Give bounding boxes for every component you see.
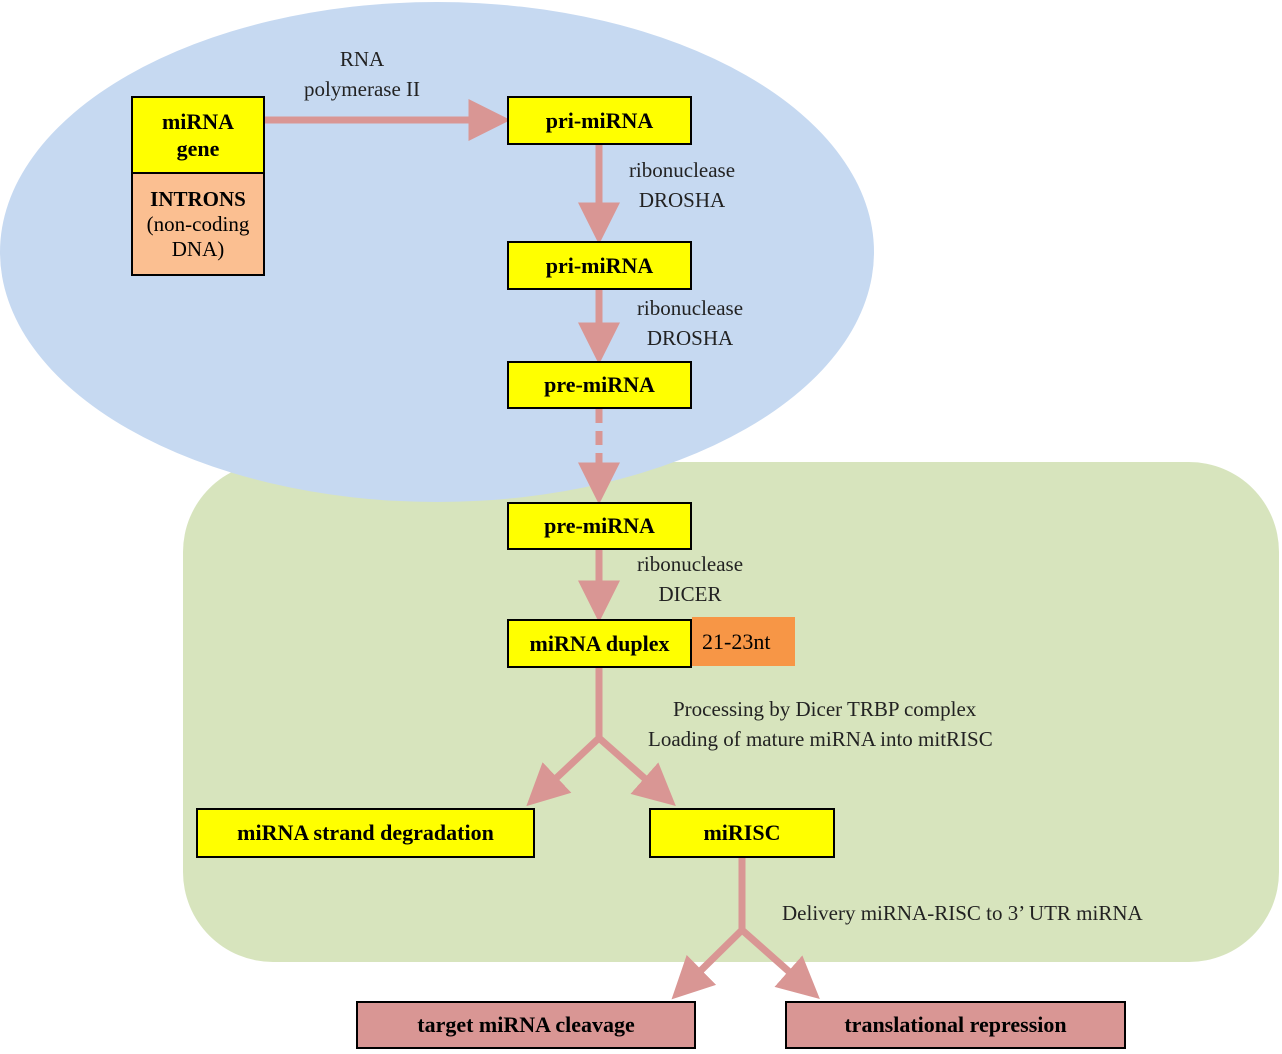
duplex-length-badge: 21-23nt xyxy=(692,617,795,666)
label-rna-polymerase: RNA polymerase II xyxy=(303,47,421,101)
arrow-to-cleavage xyxy=(671,927,745,1000)
arrow-to-mirisc xyxy=(596,735,676,806)
introns-node: INTRONS (non-coding DNA) xyxy=(131,172,265,276)
pre-mirna-node-2: pre-miRNA xyxy=(507,502,692,550)
pre-mirna-node-1: pre-miRNA xyxy=(507,361,692,409)
label-processing-1: Processing by Dicer TRBP complex xyxy=(673,697,977,721)
strand-degradation-node: miRNA strand degradation xyxy=(196,808,535,858)
pri-mirna-node-2: pri-miRNA xyxy=(507,241,692,290)
arrow-to-degradation xyxy=(526,735,602,807)
label-dicer: ribonuclease DICER xyxy=(636,552,744,606)
pri-mirna-node-1: pri-miRNA xyxy=(507,96,692,145)
translational-repression-node: translational repression xyxy=(785,1001,1126,1049)
arrow-to-repression xyxy=(739,927,820,999)
mirisc-node: miRISC xyxy=(649,808,835,858)
introns-title: INTRONS xyxy=(150,186,246,211)
label-drosha-2: ribonuclease DROSHA xyxy=(636,296,744,350)
label-processing-2: Loading of mature miRNA into mitRISC xyxy=(648,727,993,751)
target-cleavage-node: target miRNA cleavage xyxy=(356,1001,696,1049)
introns-subtitle: (non-coding DNA) xyxy=(146,211,250,262)
label-delivery: Delivery miRNA-RISC to 3’ UTR miRNA xyxy=(782,901,1143,925)
label-drosha-1: ribonuclease DROSHA xyxy=(628,158,736,212)
mirna-gene-node: miRNA gene xyxy=(131,96,265,174)
mirna-duplex-node: miRNA duplex xyxy=(507,619,692,668)
